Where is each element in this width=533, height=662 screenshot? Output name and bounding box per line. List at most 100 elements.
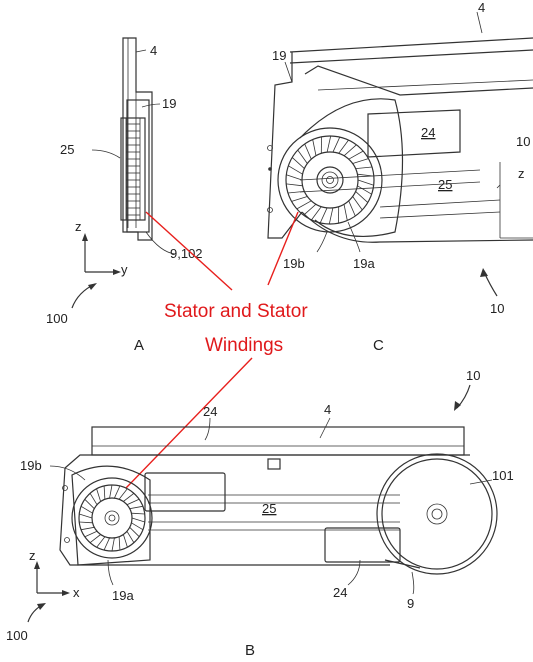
view-c-cover-24: 24 [367, 109, 461, 158]
label-cover-24-b-bottom: 24 [333, 585, 347, 600]
axis-label-z-c: z [518, 166, 525, 181]
winding-spoke [291, 196, 308, 202]
winding-spoke [357, 185, 372, 195]
winding-spoke [84, 530, 98, 538]
axes-zy: z y [75, 219, 128, 277]
winding-spoke [357, 179, 374, 186]
winding-spoke [131, 522, 144, 531]
view-a-stator-stack [120, 117, 146, 221]
axis-label-x: x [73, 585, 80, 600]
winding-spoke [89, 534, 101, 544]
label-belt-9: 9 [407, 596, 414, 611]
winding-spoke [96, 488, 101, 502]
label-windings-19a-b: 19a [112, 588, 134, 603]
label-rotor-25-c: 25 [438, 177, 452, 192]
winding-spoke [332, 136, 341, 153]
callout: Stator and Stator Windings [125, 211, 308, 489]
stator-c [277, 127, 383, 233]
wheel-101 [376, 453, 498, 575]
label-housing-4-b: 4 [324, 402, 331, 417]
winding-spoke [352, 196, 363, 211]
callout-leader-view-a [145, 211, 233, 291]
callout-line-2: Windings [205, 335, 283, 356]
winding-spoke [355, 191, 369, 203]
winding-spoke [109, 484, 113, 499]
ref-arrow-100-bottom: 100 [6, 603, 46, 643]
view-letter-b: B [245, 642, 255, 659]
winding-spoke [111, 537, 115, 552]
label-windings-19b-c: 19b [283, 256, 305, 271]
winding-spoke [355, 166, 373, 169]
winding-spoke [291, 157, 305, 169]
winding-spoke [287, 191, 305, 194]
label-housing-4: 4 [150, 43, 157, 58]
winding-spoke [80, 505, 93, 514]
winding-spoke [118, 488, 128, 500]
winding-spoke [348, 200, 356, 217]
label-assembly-10-b: 10 [466, 368, 480, 383]
label-assembly-10-c: 10 [490, 301, 504, 316]
label-cut-ref-10: 10 [516, 134, 530, 149]
winding-spoke [296, 200, 312, 210]
winding-spoke [123, 534, 128, 548]
label-stator-19: 19 [162, 96, 176, 111]
callout-leader-view-c [267, 211, 299, 286]
axis-label-y: y [121, 262, 128, 277]
winding-spoke [103, 485, 106, 500]
view-letter-a: A [134, 337, 144, 354]
winding-spoke [79, 521, 93, 524]
view-c-end-plate [299, 98, 404, 237]
winding-spoke [311, 206, 322, 221]
winding-spoke [357, 173, 374, 177]
winding-spoke [81, 526, 95, 531]
winding-spoke [328, 207, 334, 225]
label-refs-9-102: 9,102 [170, 246, 203, 261]
winding-spoke [319, 207, 328, 224]
winding-spoke [348, 150, 364, 160]
winding-spoke [303, 203, 317, 216]
winding-spoke [288, 165, 303, 175]
view-b-cover-24-top [144, 472, 226, 512]
label-rotor-25: 25 [60, 142, 74, 157]
label-system-100-top: 100 [46, 311, 68, 326]
ref-arrow-10-b: 10 [454, 368, 480, 411]
label-cover-24-b-top: 24 [203, 404, 217, 419]
callout-leader-view-b [125, 357, 253, 489]
winding-spoke [118, 536, 121, 551]
label-wheel-101: 101 [492, 468, 514, 483]
label-stator-19-c: 19 [272, 48, 286, 63]
winding-spoke [131, 517, 145, 523]
view-b: 25 24 4 19b 19a 24 9 101 [6, 368, 514, 659]
view-c: 24 25 4 19 19b 19a 10 10 [267, 0, 533, 354]
view-letter-c: C [373, 337, 384, 354]
view-b-cover-24-bottom [324, 527, 401, 563]
winding-spoke [304, 143, 312, 160]
winding-spoke [126, 531, 135, 543]
winding-spoke [131, 512, 145, 515]
winding-spoke [129, 505, 143, 510]
winding-spoke [338, 139, 349, 154]
callout-line-1: Stator and Stator [164, 301, 308, 322]
winding-spoke [96, 536, 106, 548]
winding-spoke [79, 513, 93, 519]
winding-spoke [312, 139, 317, 156]
label-cover-24-c: 24 [421, 125, 435, 140]
label-system-100-bottom: 100 [6, 628, 28, 643]
axis-label-z: z [75, 219, 82, 234]
view-c-housing [267, 37, 533, 243]
view-a: 4 19 25 9,102 z y 100 A [46, 37, 203, 354]
ref-arrow-10-c: 10 [480, 268, 504, 316]
winding-spoke [103, 537, 110, 551]
winding-spoke [126, 498, 140, 506]
label-windings-19b-b: 19b [20, 458, 42, 473]
winding-spoke [286, 183, 303, 187]
winding-spoke [297, 149, 308, 164]
winding-spoke [89, 493, 98, 505]
axes-zx: z x [29, 548, 80, 600]
axis-label-z-b: z [29, 548, 36, 563]
ref-arrow-100-top: 100 [46, 283, 97, 326]
label-rotor-25-b: 25 [262, 501, 276, 516]
view-b-housing [59, 426, 470, 566]
winding-spoke [114, 485, 121, 499]
